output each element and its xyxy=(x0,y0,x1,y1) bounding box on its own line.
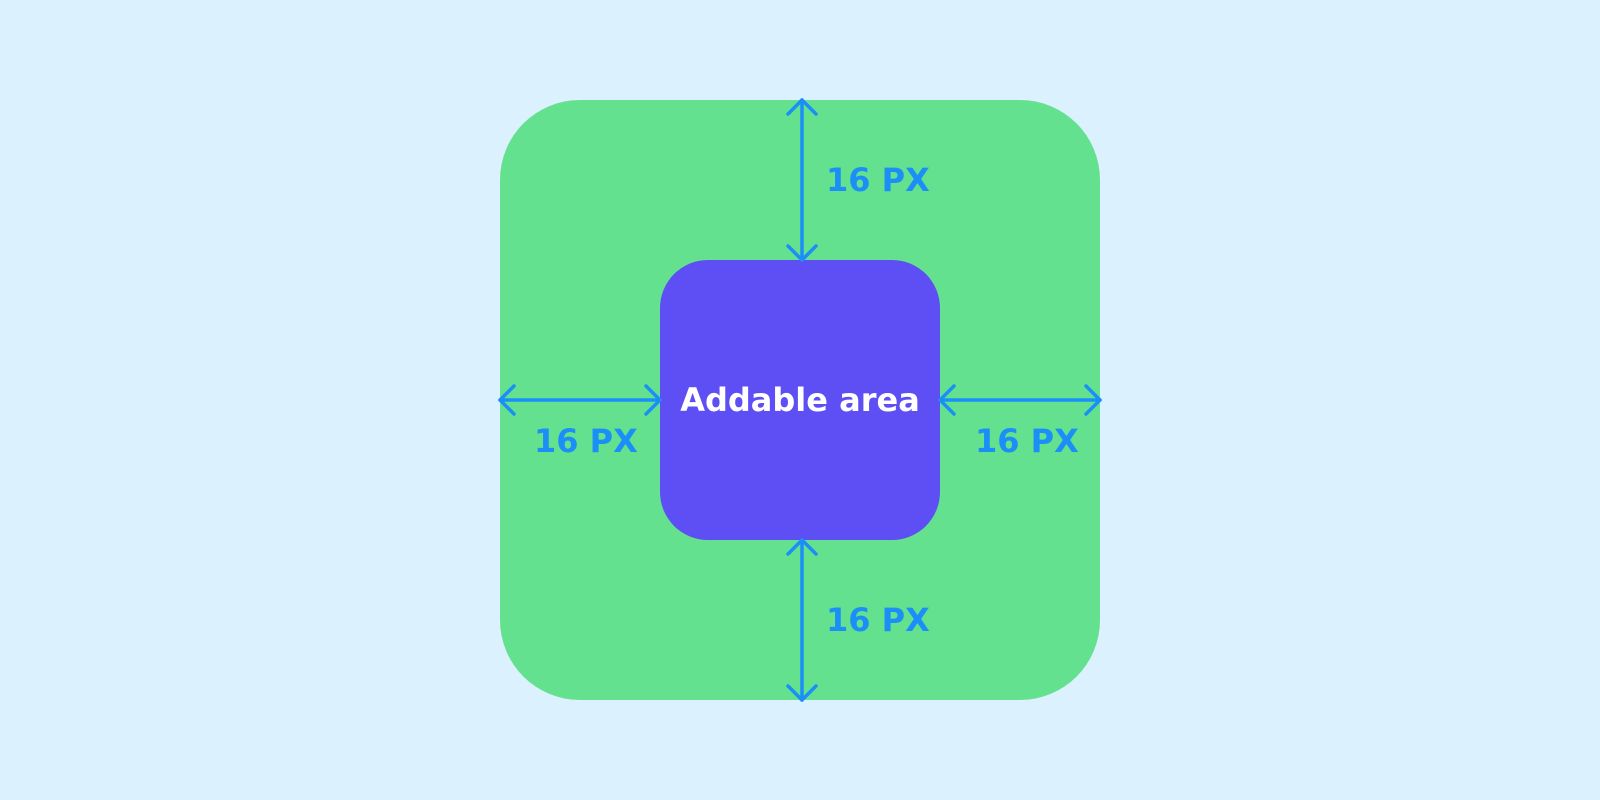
right-padding-label: 16 PX xyxy=(975,422,1079,460)
bottom-padding-label: 16 PX xyxy=(826,601,930,639)
left-padding-label: 16 PX xyxy=(534,422,638,460)
addable-area-box xyxy=(660,260,940,540)
left-spacing-arrow xyxy=(498,384,662,416)
right-spacing-arrow xyxy=(938,384,1102,416)
top-spacing-arrow xyxy=(786,98,818,262)
bottom-spacing-arrow xyxy=(786,538,818,702)
addable-area-label: Addable area xyxy=(680,381,920,419)
top-padding-label: 16 PX xyxy=(826,161,930,199)
